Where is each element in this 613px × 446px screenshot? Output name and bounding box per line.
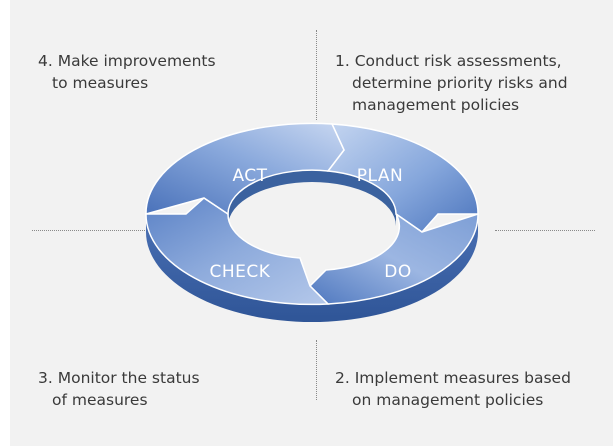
divider-top [316, 30, 317, 120]
ring-side-outer [146, 214, 478, 322]
step-4-text: 4. Make improvements to measures [38, 50, 216, 94]
check-label: CHECK [210, 262, 271, 282]
step-1-line-2: determine priority risks and [352, 74, 568, 92]
plan-label: PLAN [357, 166, 403, 186]
divider-right [495, 230, 595, 231]
step-2-line-1: 2. Implement measures based [335, 369, 571, 387]
act-label: ACT [232, 166, 267, 186]
step-3-line-2: of measures [52, 391, 148, 409]
step-1-text: 1. Conduct risk assessments, determine p… [335, 50, 568, 116]
step-3-text: 3. Monitor the status of measures [38, 367, 200, 411]
step-2-line-2: on management policies [352, 391, 544, 409]
step-1-line-3: management policies [352, 96, 520, 114]
pdca-cycle: PLAN DO CHECK ACT [145, 122, 479, 322]
step-2-text: 2. Implement measures based on managemen… [335, 367, 571, 411]
do-label: DO [384, 262, 411, 282]
step-4-line-2: to measures [52, 74, 149, 92]
step-4-line-1: 4. Make improvements [38, 52, 216, 70]
do-segment [308, 212, 479, 305]
divider-left [32, 230, 147, 231]
ring-side-inner [228, 170, 396, 226]
diagram-panel: 4. Make improvements to measures 1. Cond… [10, 0, 613, 446]
check-segment [145, 197, 330, 306]
divider-bottom [316, 340, 317, 400]
step-1-line-1: 1. Conduct risk assessments, [335, 52, 562, 70]
step-3-line-1: 3. Monitor the status [38, 369, 200, 387]
act-segment [145, 122, 345, 216]
